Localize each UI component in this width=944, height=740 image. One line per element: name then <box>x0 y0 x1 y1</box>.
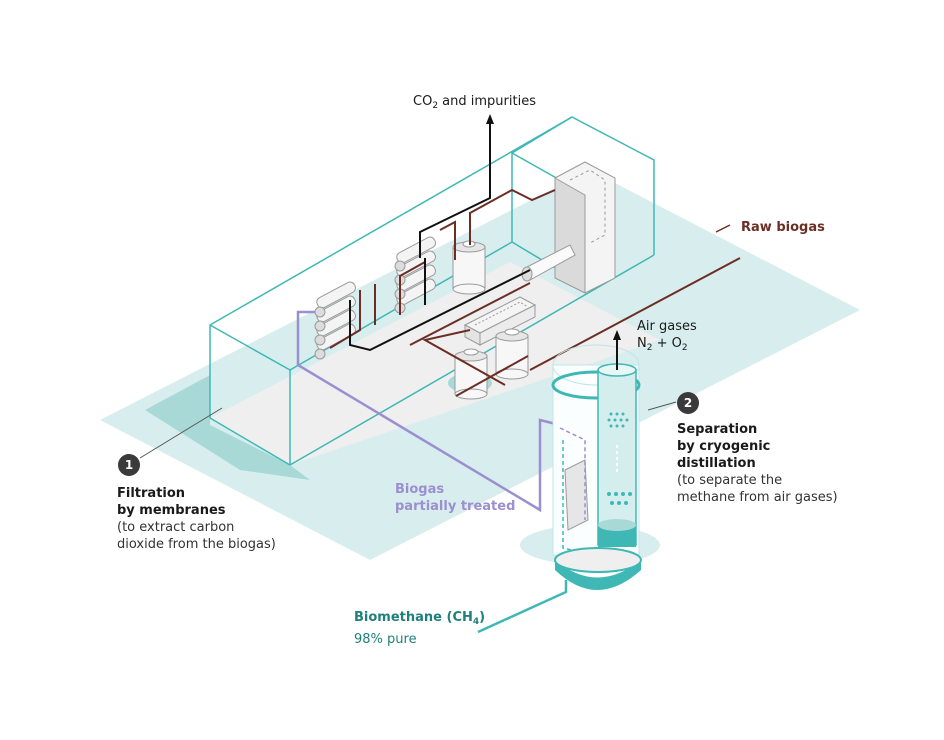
air-gases-o: O <box>671 336 682 351</box>
raw-biogas-label: Raw biogas <box>741 220 825 235</box>
step-1-desc-line2: dioxide from the biogas) <box>117 537 276 552</box>
air-gases-line1: Air gases <box>637 319 697 334</box>
step-2-badge: 2 <box>677 392 699 414</box>
biomethane-label: Biomethane (CH4) 98% pure <box>354 609 485 648</box>
step-1-leader <box>139 407 223 459</box>
cryogenic-column <box>520 344 660 590</box>
biomethane-line1-end: ) <box>479 610 486 625</box>
step-1-title-line1: Filtration <box>117 486 186 501</box>
step-2-leader <box>647 401 677 411</box>
co2-arrow-icon <box>486 114 494 124</box>
step-2-title-line2: by cryogenic <box>677 439 771 454</box>
step-2-title-line3: distillation <box>677 456 756 471</box>
tank-1 <box>454 348 488 400</box>
container-shadow <box>145 375 310 480</box>
biomethane-pipe <box>477 580 568 634</box>
heat-exchanger <box>554 161 616 294</box>
step-2-desc-line1: (to separate the <box>677 473 783 488</box>
biogas-partial-label: Biogas partially treated <box>395 481 515 515</box>
co2-label-rest: and impurities <box>438 94 536 109</box>
step-2-title-line1: Separation <box>677 422 758 437</box>
biomethane-sub: 4 <box>472 617 480 627</box>
biomethane-line1: Biomethane (CH <box>354 610 473 625</box>
biogas-partial-line1: Biogas <box>395 482 445 497</box>
step-1-badge: 1 <box>118 454 140 476</box>
tank-2 <box>495 328 529 380</box>
membrane-bank-1 <box>314 281 356 360</box>
filter-box <box>463 296 537 346</box>
air-gases-arrow-icon <box>613 330 621 340</box>
air-gases-label: Air gases N2 + O2 <box>637 318 697 357</box>
air-gases-o-sub: 2 <box>681 343 688 353</box>
partially-treated-pipe <box>296 310 561 513</box>
biogas-partial-line2: partially treated <box>395 499 516 514</box>
air-gases-plus: + <box>652 336 672 351</box>
step-1-title-line2: by membranes <box>117 503 226 518</box>
air-gases-n-sub: 2 <box>646 343 653 353</box>
step-2-text: Separation by cryogenic distillation (to… <box>677 421 838 506</box>
buffer-tank <box>452 240 486 295</box>
step-2-desc-line2: methane from air gases) <box>677 490 838 505</box>
raw-biogas-leader <box>715 224 731 233</box>
step-1-desc-line1: (to extract carbon <box>117 520 235 535</box>
co2-label: CO2 and impurities <box>413 93 536 115</box>
air-gases-n: N <box>637 336 647 351</box>
step-1-text: Filtration by membranes (to extract carb… <box>117 485 276 553</box>
co2-label-sub: 2 <box>432 101 439 111</box>
container-floor <box>210 262 660 465</box>
co2-pipe <box>349 120 531 352</box>
biomethane-purity: 98% pure <box>354 632 417 647</box>
co2-label-main: CO <box>413 94 433 109</box>
